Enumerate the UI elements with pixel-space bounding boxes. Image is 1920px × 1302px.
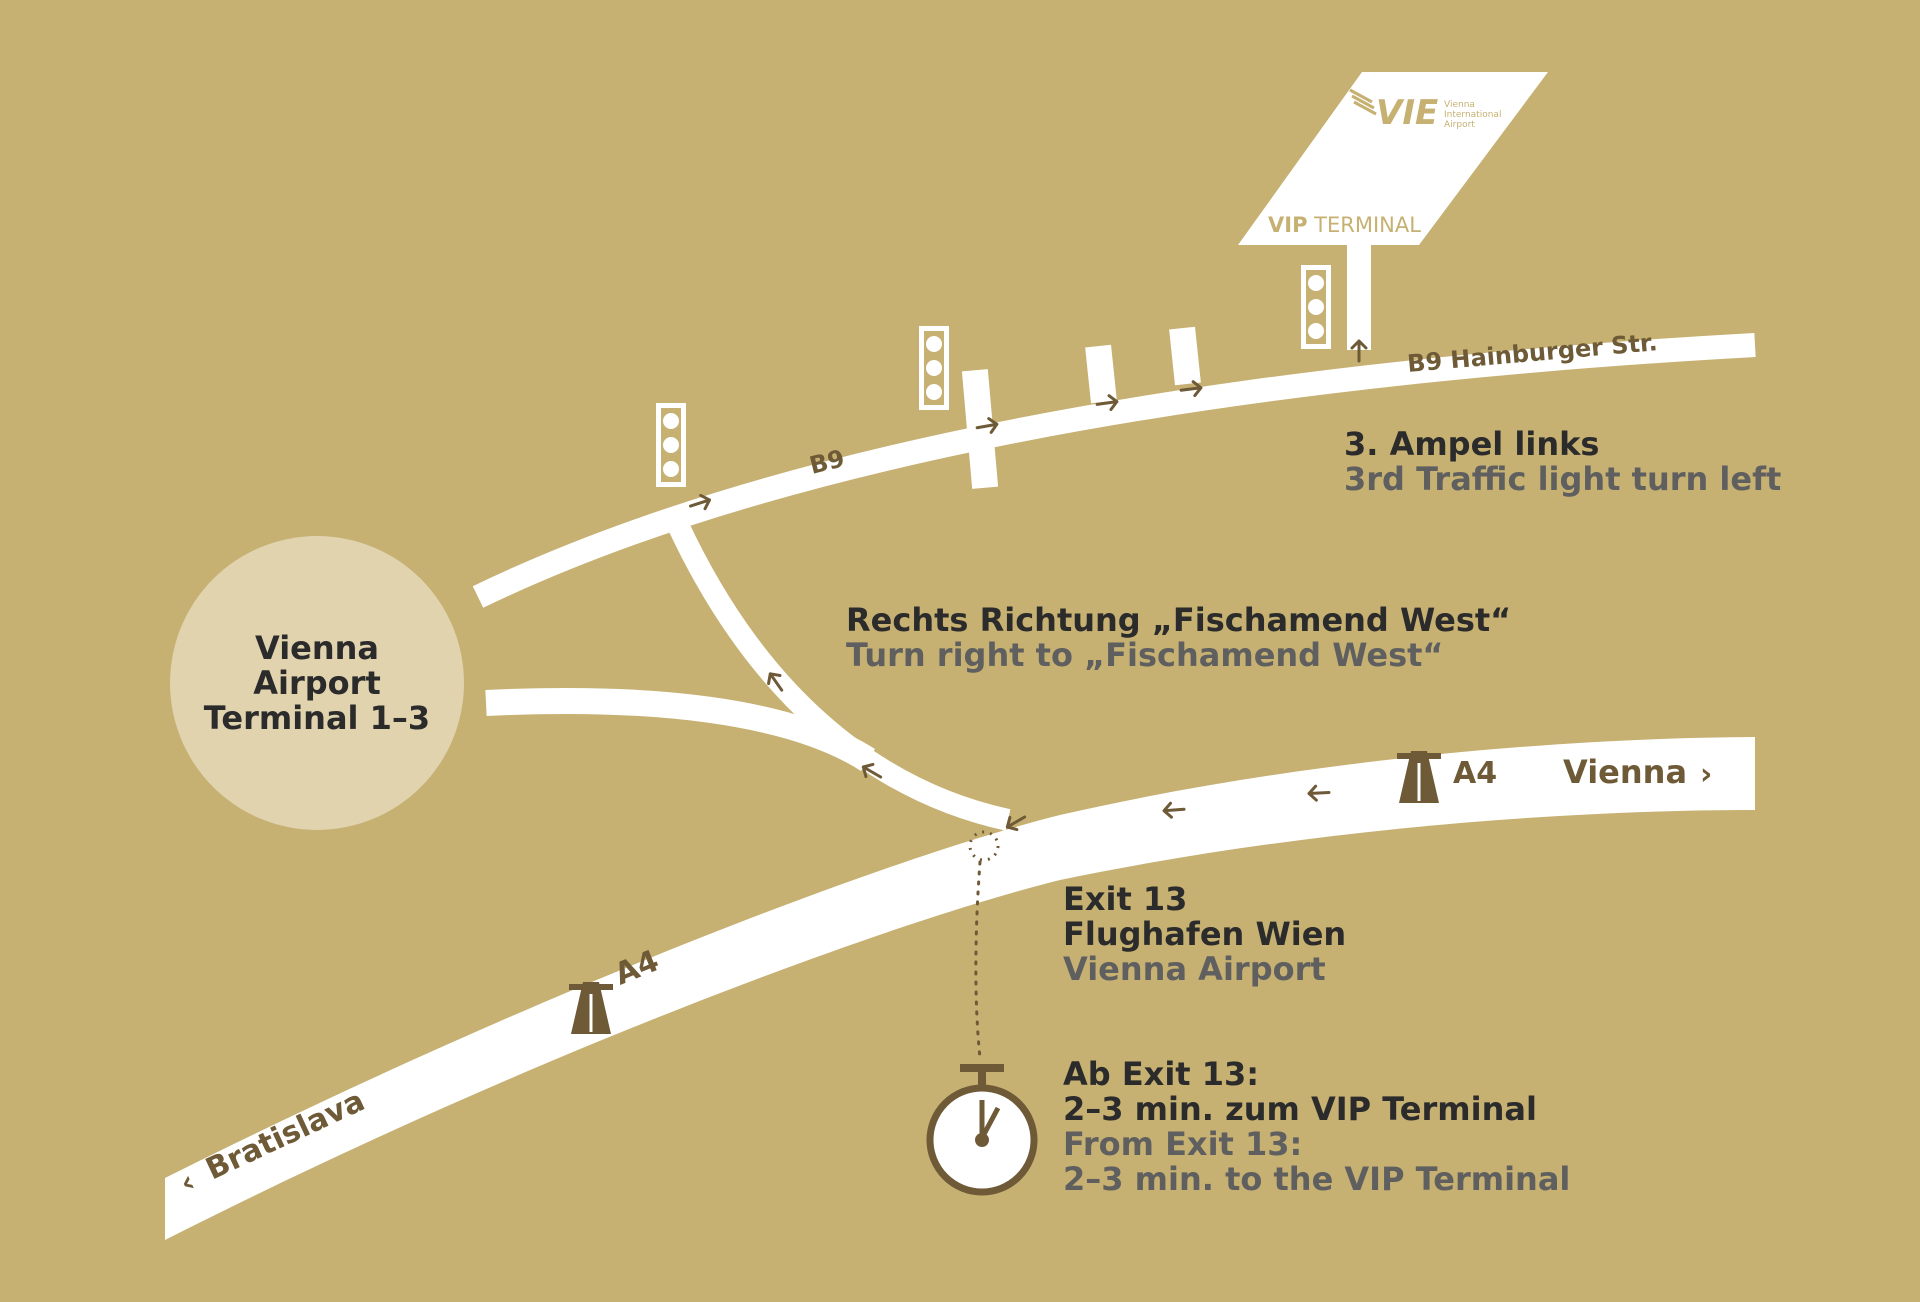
arrow-right-icon: [1179, 380, 1203, 398]
cross-street: [961, 369, 999, 489]
vip-terminal-label: VIP TERMINAL: [1268, 213, 1421, 237]
exit-text-line1: Exit 13: [1063, 880, 1187, 918]
time-text-en-1: From Exit 13:: [1063, 1125, 1302, 1163]
svg-text:International: International: [1444, 110, 1501, 120]
vie-logo: VIE Vienna International Airport: [1349, 88, 1501, 133]
svg-text:Vienna: Vienna: [1444, 100, 1475, 110]
arrow-right-icon: [688, 493, 712, 511]
traffic-light-1: [656, 403, 686, 487]
exit-text-line2: Flughafen Wien: [1063, 915, 1346, 953]
time-text-de-1: Ab Exit 13:: [1063, 1055, 1259, 1093]
vienna-label: Vienna: [1563, 753, 1687, 791]
arrow-up-icon: [1350, 339, 1368, 363]
arrow-left-icon: [1307, 784, 1331, 802]
traffic-light-3: [1301, 265, 1331, 349]
terminal-access-road: [485, 687, 876, 772]
a4-east-label: A4: [1453, 756, 1497, 791]
arrow-right-icon: [975, 417, 999, 434]
arrow-up-left-icon: [861, 762, 883, 779]
a4-motorway: [165, 737, 1755, 1240]
rechts-text-de: Rechts Richtung „Fischamend West“: [846, 601, 1511, 639]
cross-street: [1085, 344, 1117, 404]
exit-dotted-line: [974, 860, 982, 1060]
stopwatch-icon: [926, 1064, 1038, 1196]
chevron-right-icon: ›: [1700, 757, 1712, 792]
exit-13-marker: [968, 830, 1000, 862]
rechts-text-en: Turn right to „Fischamend West“: [846, 636, 1443, 674]
ampel-text-en: 3rd Traffic light turn left: [1344, 460, 1781, 498]
airport-label-line2: Airport: [253, 664, 380, 702]
arrow-left-icon: [1005, 815, 1027, 832]
svg-text:VIE: VIE: [1376, 93, 1438, 133]
ampel-text-de: 3. Ampel links: [1344, 425, 1599, 463]
arrow-right-icon: [1095, 394, 1119, 412]
airport-label-line1: Vienna: [255, 629, 379, 667]
arrow-left-icon: [1162, 801, 1186, 819]
airport-circle: [170, 536, 464, 830]
vip-access-street: [1347, 240, 1371, 350]
airport-label-line3: Terminal 1–3: [204, 699, 430, 737]
cross-street: [1169, 326, 1201, 386]
svg-text:Airport: Airport: [1444, 120, 1475, 130]
traffic-light-2: [919, 326, 949, 410]
time-text-en-2: 2–3 min. to the VIP Terminal: [1063, 1160, 1570, 1198]
arrow-up-left-icon: [767, 672, 784, 692]
time-text-de-2: 2–3 min. zum VIP Terminal: [1063, 1090, 1537, 1128]
vip-terminal-sign: [1238, 72, 1548, 245]
exit-text-line3: Vienna Airport: [1063, 950, 1326, 988]
